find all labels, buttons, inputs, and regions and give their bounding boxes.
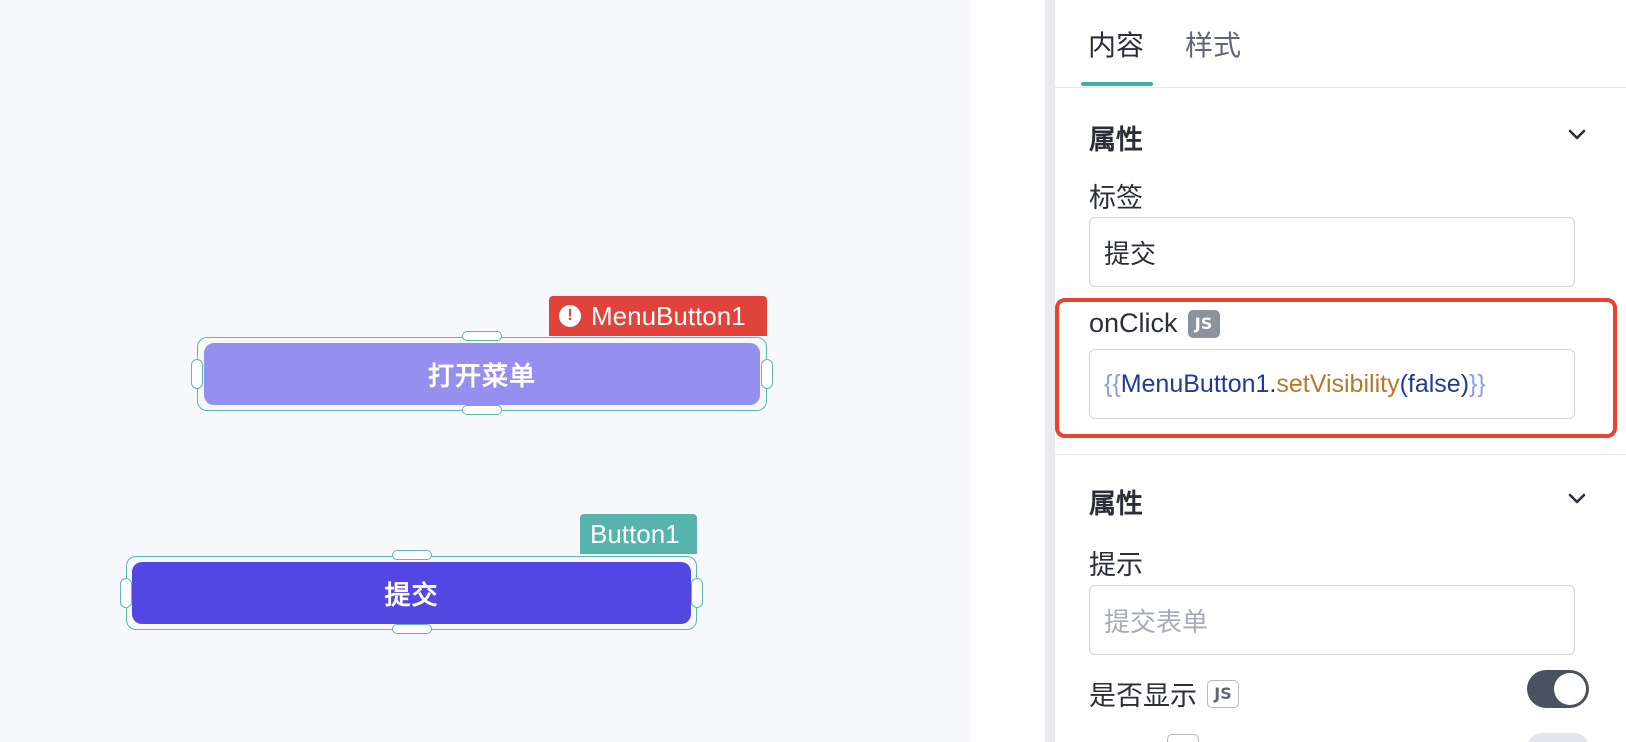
submit-button-tag[interactable]: Button1 xyxy=(580,514,697,554)
section-divider xyxy=(1055,454,1626,455)
label-input-value: 提交 xyxy=(1104,238,1157,269)
menu-button-resize-right[interactable] xyxy=(761,359,773,389)
hint-input[interactable]: 提交表单 xyxy=(1089,585,1575,655)
submit-button-tag-label: Button1 xyxy=(590,518,680,549)
panel-splitter[interactable] xyxy=(1045,0,1055,742)
section-properties-title: 属性 xyxy=(1089,125,1143,155)
visible-field-label: 是否显示 JS xyxy=(1089,674,1239,713)
property-panel: 内容 样式 属性 标签 提交 onClick JS {{MenuButton1.… xyxy=(1055,0,1626,742)
section-properties-header[interactable]: 属性 xyxy=(1089,118,1589,157)
next-field-toggle[interactable] xyxy=(1527,733,1589,742)
label-field-label: 标签 xyxy=(1089,183,1143,213)
chevron-down-icon[interactable] xyxy=(1565,122,1589,146)
canvas-gutter xyxy=(970,0,1045,742)
submit-button-resize-bottom[interactable] xyxy=(392,624,432,634)
error-icon: ! xyxy=(559,305,581,327)
menu-button[interactable]: 打开菜单 xyxy=(204,343,760,405)
visible-toggle[interactable] xyxy=(1527,670,1589,708)
onclick-field-label: onClick JS xyxy=(1089,308,1220,339)
menu-button-resize-bottom[interactable] xyxy=(462,405,502,415)
section-properties-2-title: 属性 xyxy=(1089,489,1143,519)
onclick-code: {{MenuButton1.setVisibility(false)}} xyxy=(1104,369,1486,398)
editor-canvas[interactable]: ! MenuButton1 打开菜单 Button1 提交 xyxy=(0,0,970,742)
chevron-down-icon[interactable] xyxy=(1565,486,1589,510)
section-properties-2-header[interactable]: 属性 xyxy=(1089,482,1589,521)
onclick-code-input[interactable]: {{MenuButton1.setVisibility(false)}} xyxy=(1089,349,1575,419)
toggle-knob xyxy=(1554,673,1586,705)
panel-tabs: 内容 样式 xyxy=(1055,0,1626,88)
js-badge[interactable]: JS xyxy=(1187,309,1220,338)
menu-button-tag[interactable]: ! MenuButton1 xyxy=(549,296,767,336)
js-badge[interactable]: JS xyxy=(1207,679,1239,708)
tab-content[interactable]: 内容 xyxy=(1088,30,1145,61)
submit-button-label: 提交 xyxy=(384,579,439,610)
hint-input-placeholder: 提交表单 xyxy=(1104,606,1209,637)
onclick-highlight-box xyxy=(1055,298,1617,438)
submit-button-resize-right[interactable] xyxy=(691,578,703,608)
active-tab-indicator xyxy=(1081,82,1153,86)
next-field-js-badge[interactable] xyxy=(1167,734,1199,742)
menu-button-label: 打开菜单 xyxy=(427,360,536,391)
submit-button-resize-left[interactable] xyxy=(120,578,132,608)
menu-button-tag-label: MenuButton1 xyxy=(591,300,746,331)
label-input[interactable]: 提交 xyxy=(1089,217,1575,287)
hint-field-label: 提示 xyxy=(1089,550,1143,580)
menu-button-resize-left[interactable] xyxy=(191,359,203,389)
menu-button-resize-top[interactable] xyxy=(462,331,502,341)
submit-button-resize-top[interactable] xyxy=(392,550,432,560)
submit-button[interactable]: 提交 xyxy=(132,562,691,624)
tab-style[interactable]: 样式 xyxy=(1185,30,1242,61)
